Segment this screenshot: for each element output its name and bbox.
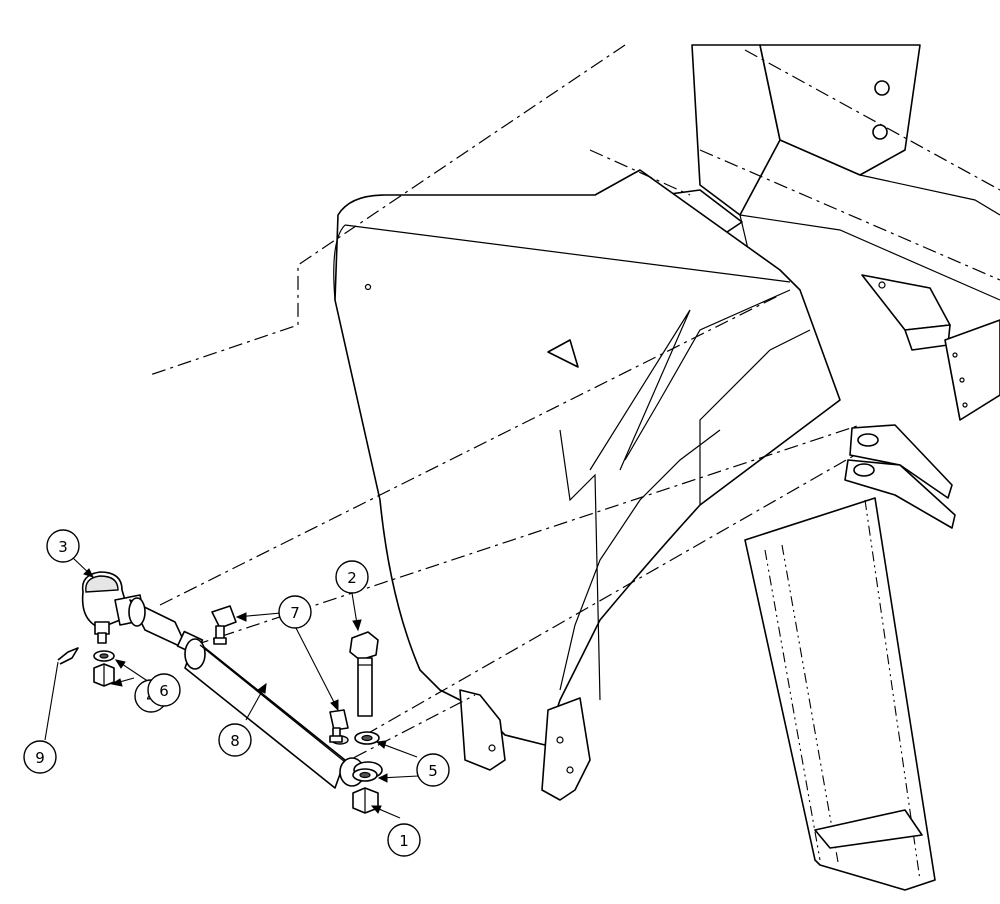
cotter-pin <box>57 647 79 665</box>
frame-hole <box>874 80 890 96</box>
balloon-1-label: 1 <box>399 832 409 850</box>
balloon-2: 2 <box>335 560 369 594</box>
balloon-3-label: 3 <box>58 538 68 556</box>
castle-nut <box>93 663 115 687</box>
long-crossbeam <box>699 49 1000 301</box>
leader-lines <box>44 556 419 819</box>
balloon-9-label: 9 <box>35 749 45 767</box>
mounting-bracket <box>861 274 951 351</box>
side-bracket <box>944 319 1000 421</box>
fender-housing <box>333 169 841 746</box>
balloon-1: 1 <box>387 823 421 857</box>
upright-frame-member <box>691 44 921 301</box>
balloon-6: 6 <box>147 673 181 707</box>
balloon-9: 9 <box>23 740 57 774</box>
washer-small <box>93 650 115 662</box>
grease-fitting-lower <box>329 709 349 743</box>
balloon-8: 8 <box>218 723 252 757</box>
balloon-8-label: 8 <box>230 732 240 750</box>
frame-hole <box>872 124 888 140</box>
washer-lower <box>352 768 378 782</box>
balloon-7-label: 7 <box>290 604 300 622</box>
tie-rod-end <box>81 571 146 644</box>
balloon-5-label: 5 <box>428 762 438 780</box>
fender-lower-tabs <box>459 689 591 801</box>
balloon-2-label: 2 <box>347 569 357 587</box>
fender-vent <box>547 339 579 368</box>
washer-upper <box>354 731 380 745</box>
vertical-mast <box>744 497 936 891</box>
balloon-6-label: 6 <box>159 682 169 700</box>
balloon-5: 5 <box>416 753 450 787</box>
grease-fitting-upper <box>211 605 237 645</box>
balloon-3: 3 <box>46 529 80 563</box>
lug-plates <box>844 424 956 529</box>
balloon-7: 7 <box>278 595 312 629</box>
bolt <box>349 631 379 717</box>
